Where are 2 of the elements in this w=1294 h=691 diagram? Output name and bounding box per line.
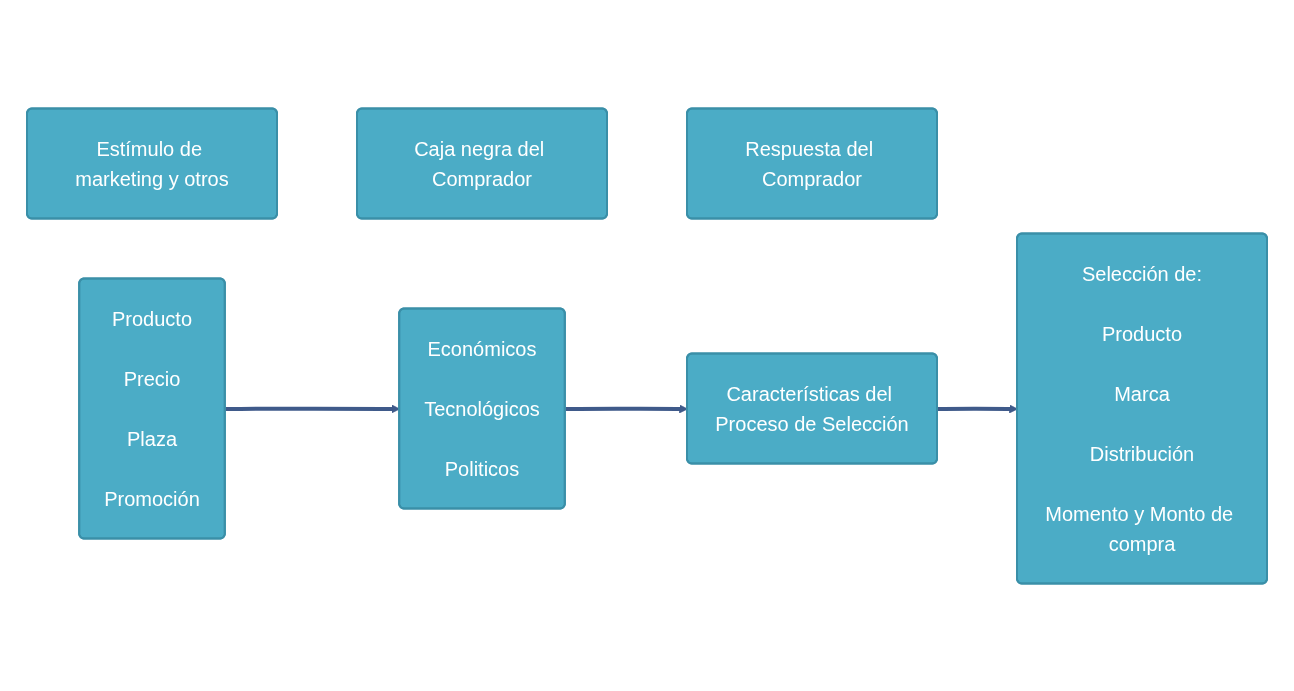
- arrow: [565, 404, 688, 413]
- arrow: [937, 404, 1018, 413]
